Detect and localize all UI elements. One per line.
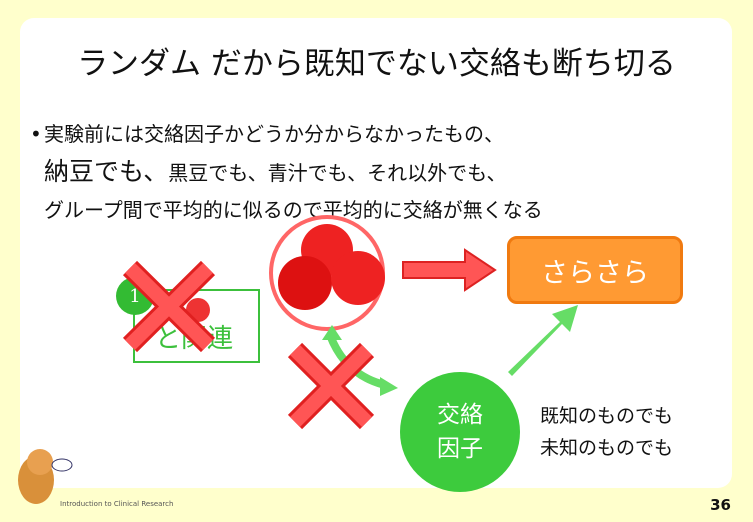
bullet-line-3: グループ間で平均的に似るので平均的に交絡が無くなる	[44, 198, 543, 222]
others-text: 黒豆でも、青汁でも、それ以外でも、	[168, 161, 507, 185]
confounder-line-1: 交絡	[437, 402, 483, 428]
bullet-line-1: 実験前には交絡因子かどうか分からなかったもの、	[44, 122, 504, 146]
bullet-text: • 実験前には交絡因子かどうか分からなかったもの、 納豆でも、黒豆でも、青汁でも…	[30, 116, 543, 229]
unknown-line: 未知のものでも	[540, 437, 674, 459]
known-line: 既知のものでも	[540, 405, 674, 427]
red-arrow-icon	[402, 248, 497, 292]
bullet-line-2: 納豆でも、黒豆でも、青汁でも、それ以外でも、	[44, 153, 543, 192]
outcome-box: さらさら	[507, 236, 683, 304]
footer-text: Introduction to Clinical Research	[60, 500, 174, 508]
green-arrow-up-icon	[508, 305, 578, 376]
slide-title: ランダム だから既知でない交絡も断ち切る	[77, 46, 676, 82]
natto-text: 納豆でも、	[44, 157, 169, 186]
dog-mascot-icon	[18, 449, 73, 504]
bullet-dot: •	[30, 122, 42, 146]
page-number: 36	[710, 496, 731, 514]
cross-mark-icon	[122, 260, 216, 353]
cross-mark-icon	[287, 342, 375, 430]
confounder-line-2: 因子	[437, 436, 483, 462]
tomatoes-icon	[269, 215, 385, 331]
known-unknown-text: 既知のものでも未知のものでも	[540, 400, 673, 464]
confounder-circle: 交絡因子	[400, 372, 520, 492]
